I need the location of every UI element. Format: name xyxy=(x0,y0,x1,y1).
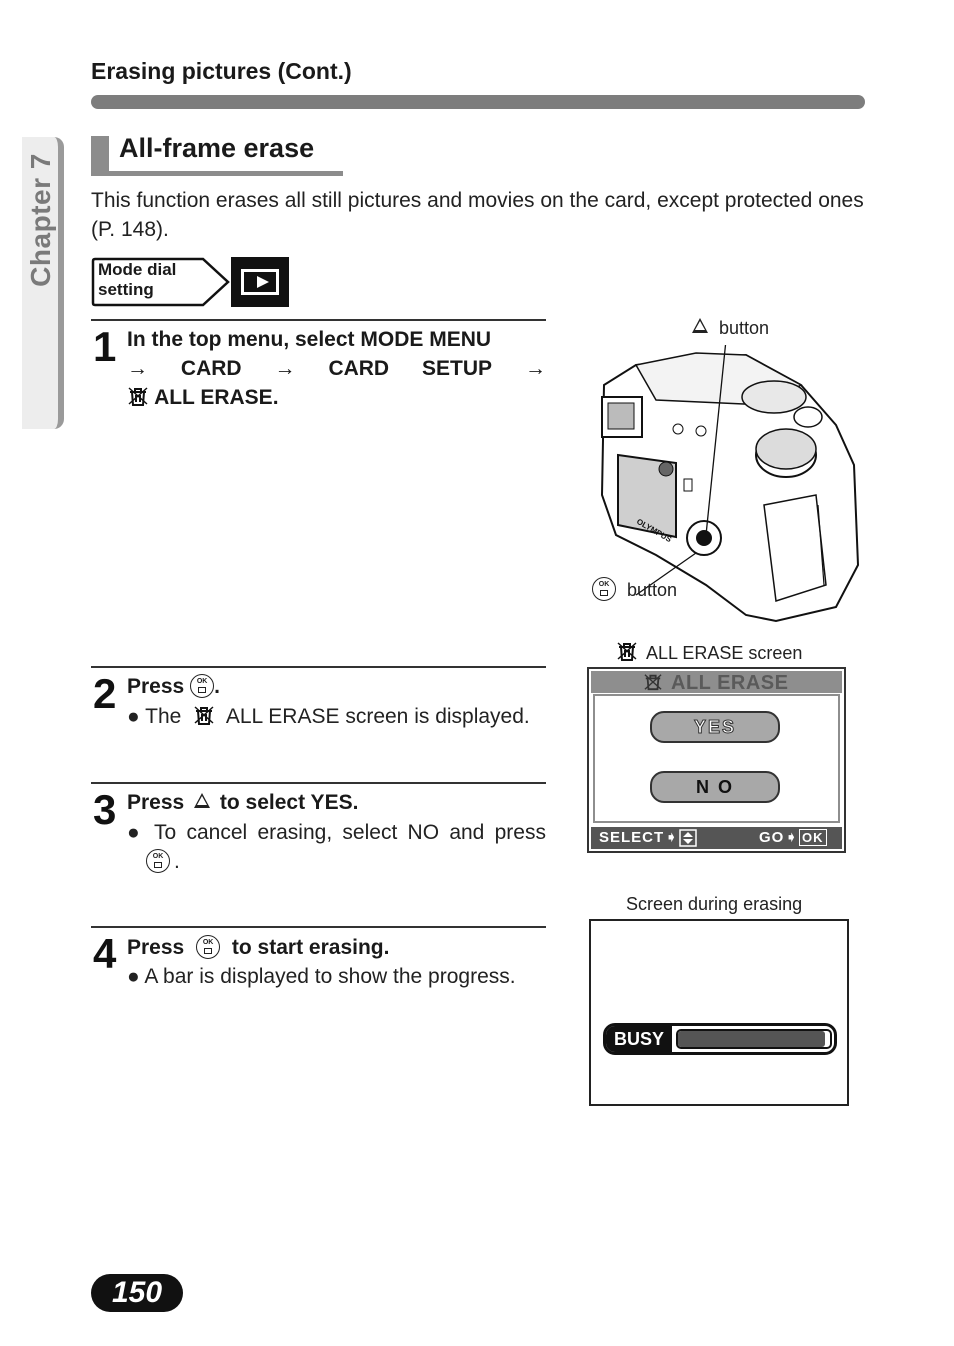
step-4-title: Press OK to start erasing. xyxy=(127,935,390,959)
page-number: 150 xyxy=(91,1274,183,1312)
section-title: Erasing pictures (Cont.) xyxy=(91,58,352,84)
subsection-marker xyxy=(91,136,109,176)
step-2-title: Press OK. xyxy=(127,674,220,698)
step-4-number: 4 xyxy=(93,930,117,977)
mode-dial-setting: Mode dial setting xyxy=(91,257,231,307)
ok-button-icon: OK xyxy=(146,849,170,873)
menu-card: CARD xyxy=(180,357,242,380)
busy-bar: BUSY xyxy=(603,1023,837,1055)
all-erase-screen: ALL ERASE YES N O SELECT ➧ GO ➧ OK xyxy=(587,667,846,853)
lcd-footer: SELECT ➧ GO ➧ OK xyxy=(591,827,842,849)
all-erase-icon xyxy=(194,706,214,725)
go-arrow-icon: ➧ xyxy=(785,829,799,846)
step-divider xyxy=(91,319,546,321)
erasing-screen-caption: Screen during erasing xyxy=(626,894,803,914)
step-divider xyxy=(91,666,546,668)
all-erase-screen-caption: ALL ERASE screen xyxy=(616,640,802,664)
footer-ok: OK xyxy=(799,829,827,846)
yes-button[interactable]: YES xyxy=(650,711,780,743)
select-arrow-icon: ➧ xyxy=(665,829,679,846)
step-3-bullet: ● To cancel erasing, select NO and press xyxy=(127,821,546,844)
up-arrow-icon xyxy=(692,318,708,333)
step-3-title: Press to select YES. xyxy=(127,791,359,814)
up-down-icon xyxy=(679,829,697,847)
lcd-title-bar: ALL ERASE xyxy=(591,671,842,694)
subsection-underline xyxy=(109,171,343,176)
footer-select: SELECT xyxy=(599,829,665,846)
chapter-tab xyxy=(22,137,64,429)
busy-label: BUSY xyxy=(606,1026,672,1052)
menu-card-setup: CARD xyxy=(328,357,390,380)
arrow: → xyxy=(524,357,546,380)
step-2-number: 2 xyxy=(93,670,117,717)
arrow: → xyxy=(274,357,296,380)
no-button[interactable]: N O xyxy=(650,771,780,803)
camera-illustration: OLYMPUS xyxy=(600,345,860,623)
playback-icon xyxy=(231,257,289,307)
lcd-panel xyxy=(593,694,840,823)
step-2-bullet: ● The ALL ERASE screen is displayed. xyxy=(127,705,530,728)
all-erase-icon xyxy=(644,674,662,691)
lcd-title: ALL ERASE xyxy=(671,672,789,694)
ok-button-icon: OK xyxy=(592,577,616,601)
header-bar xyxy=(91,95,865,109)
step-divider xyxy=(91,926,546,928)
mode-dial-label-2: setting xyxy=(98,280,154,299)
menu-setup: SETUP xyxy=(422,357,493,380)
step-3-bullet-end: OK. xyxy=(146,847,180,876)
step-1-number: 1 xyxy=(93,323,117,370)
intro-text: This function erases all still pictures … xyxy=(91,189,864,241)
progress-fill xyxy=(678,1031,826,1047)
up-arrow-icon xyxy=(194,793,211,808)
all-erase-icon xyxy=(128,387,148,406)
all-erase-icon xyxy=(617,642,637,661)
step-divider xyxy=(91,782,546,784)
chapter-label: Chapter 7 xyxy=(25,153,56,287)
footer-go: GO xyxy=(759,829,785,846)
up-button-callout: button xyxy=(692,318,769,339)
step-4-bullet: ● A bar is displayed to show the progres… xyxy=(127,965,516,988)
progress-track xyxy=(676,1029,832,1049)
ok-button-callout: OK button xyxy=(592,577,677,601)
ok-button-icon: OK xyxy=(190,674,215,698)
step-1-line-2: → CARD → CARD SETUP → xyxy=(127,354,546,383)
step-1-line-1: In the top menu, select MODE MENU xyxy=(127,328,492,351)
erasing-screen: BUSY xyxy=(589,919,849,1106)
ok-button-icon: OK xyxy=(196,935,221,959)
subsection-title: All-frame erase xyxy=(119,133,315,163)
step-1-text: In the top menu, select MODE MENU → CARD… xyxy=(127,325,546,412)
mode-dial-label-1: Mode dial xyxy=(98,260,177,279)
step-1-line-3: ALL ERASE. xyxy=(127,383,546,412)
arrow: → xyxy=(127,357,148,380)
step-3-number: 3 xyxy=(93,786,117,833)
